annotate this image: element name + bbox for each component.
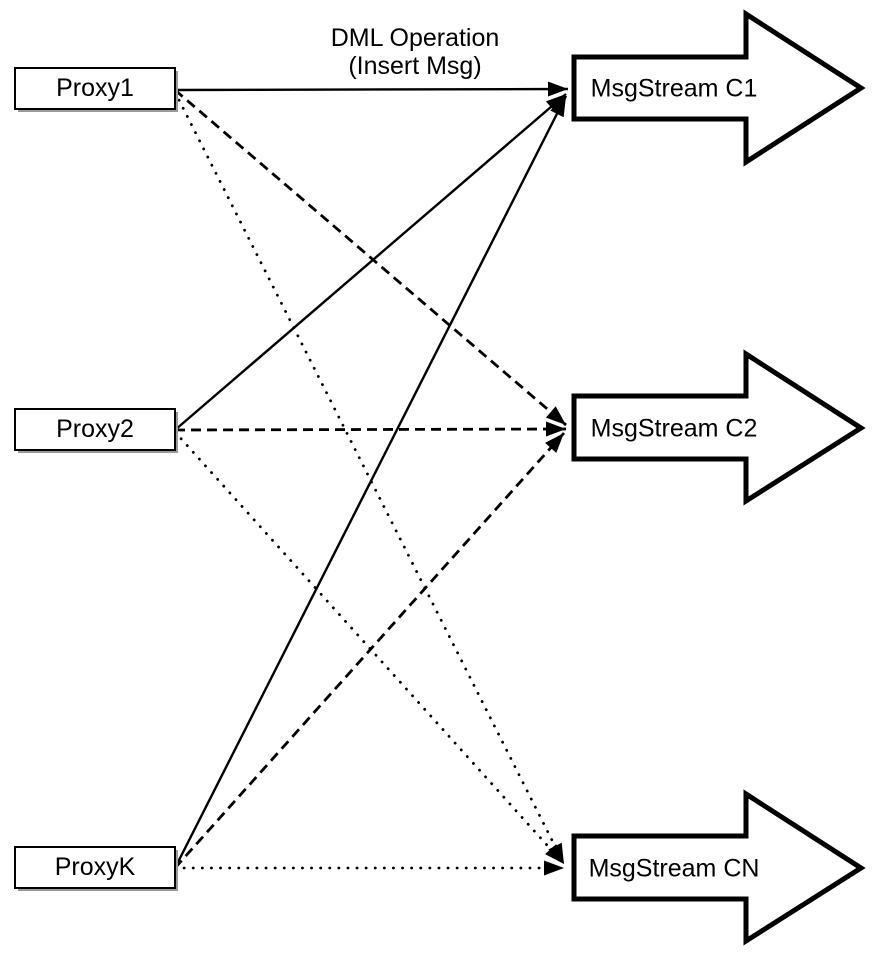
proxy-label: ProxyK <box>55 853 136 881</box>
arrowhead-proxy2-to-stream_c2-icon <box>545 421 566 437</box>
link-proxy1-to-stream_c2 <box>174 88 567 427</box>
arrowhead-proxy2-to-stream_cn-icon <box>545 844 564 864</box>
stream-arrow-shape-icon <box>571 789 866 946</box>
arrowhead-proxyK-to-stream_cn-icon <box>544 860 564 876</box>
stream-label: MsgStream CN <box>589 855 760 883</box>
streams-layer: MsgStream C1 MsgStream C2 MsgStream CN <box>571 9 866 946</box>
stream-label: MsgStream C1 <box>591 75 758 103</box>
proxy-node-proxy1[interactable]: Proxy1 <box>14 67 178 112</box>
edge-caption-line-1: DML Operation <box>331 24 500 52</box>
proxy-label: Proxy1 <box>56 74 134 102</box>
arrowhead-proxyK-to-stream_c2-icon <box>545 433 564 453</box>
link-proxy2-to-stream_cn <box>173 430 566 866</box>
link-proxyK-to-stream_c1 <box>173 95 568 869</box>
stream-node-stream_c2[interactable]: MsgStream C2 <box>571 349 866 506</box>
stream-arrow-shape-icon <box>571 349 866 506</box>
links-layer <box>173 87 569 870</box>
link-proxy1-to-stream_c1 <box>174 87 569 92</box>
stream-label: MsgStream C2 <box>591 415 758 443</box>
stream-node-stream_cn[interactable]: MsgStream CN <box>571 789 866 946</box>
proxy-label: Proxy2 <box>56 415 134 443</box>
proxy-box-border <box>14 67 176 110</box>
arrowhead-proxy1-to-stream_c2-icon <box>545 406 566 425</box>
proxy-node-proxy2[interactable]: Proxy2 <box>14 408 178 453</box>
proxy-box-border <box>14 846 176 889</box>
link-proxy2-to-stream_c2 <box>174 427 567 432</box>
proxy-box-border <box>14 408 176 451</box>
edge-caption: DML Operation (Insert Msg) <box>331 24 500 80</box>
stream-arrow-shape-icon <box>571 9 866 167</box>
stream-node-stream_c1[interactable]: MsgStream C1 <box>571 9 866 167</box>
arrowhead-proxyK-to-stream_c1-icon <box>550 96 566 118</box>
arrowheads-layer <box>544 81 568 876</box>
edge-caption-line-2: (Insert Msg) <box>348 52 481 80</box>
arrowhead-proxy1-to-stream_c1-icon <box>547 81 568 97</box>
link-proxy2-to-stream_c1 <box>174 93 567 431</box>
arrowhead-proxy2-to-stream_c1-icon <box>545 94 566 113</box>
link-proxy1-to-stream_cn <box>173 90 566 866</box>
link-proxyK-to-stream_c2 <box>173 432 566 869</box>
proxy-node-proxyK[interactable]: ProxyK <box>14 846 178 891</box>
